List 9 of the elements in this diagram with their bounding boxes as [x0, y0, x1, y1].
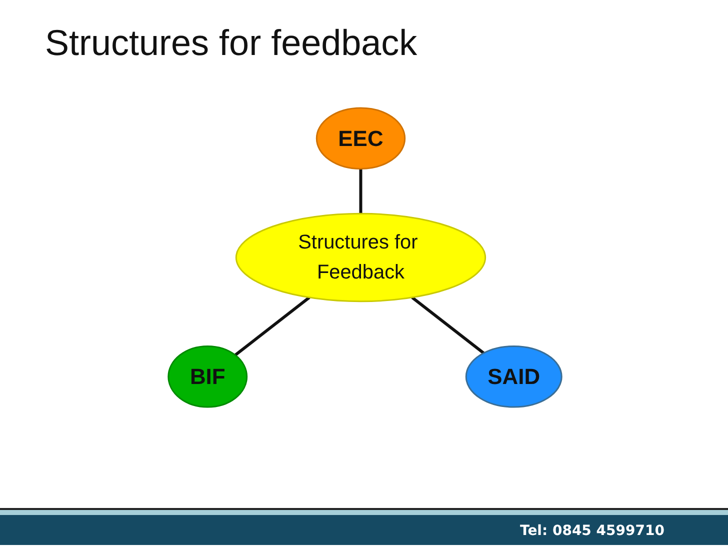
oval-node: BIF [168, 345, 248, 408]
connector-line [359, 168, 362, 214]
slide-title: Structures for feedback [45, 22, 418, 64]
oval-node: EEC [316, 107, 406, 170]
footer-text: Tel: 0845 4599710 [520, 523, 664, 539]
connector-line [411, 296, 485, 354]
connector-line [234, 296, 310, 356]
oval-node: SAID [465, 345, 562, 408]
oval-node: Structures for Feedback [235, 212, 486, 302]
